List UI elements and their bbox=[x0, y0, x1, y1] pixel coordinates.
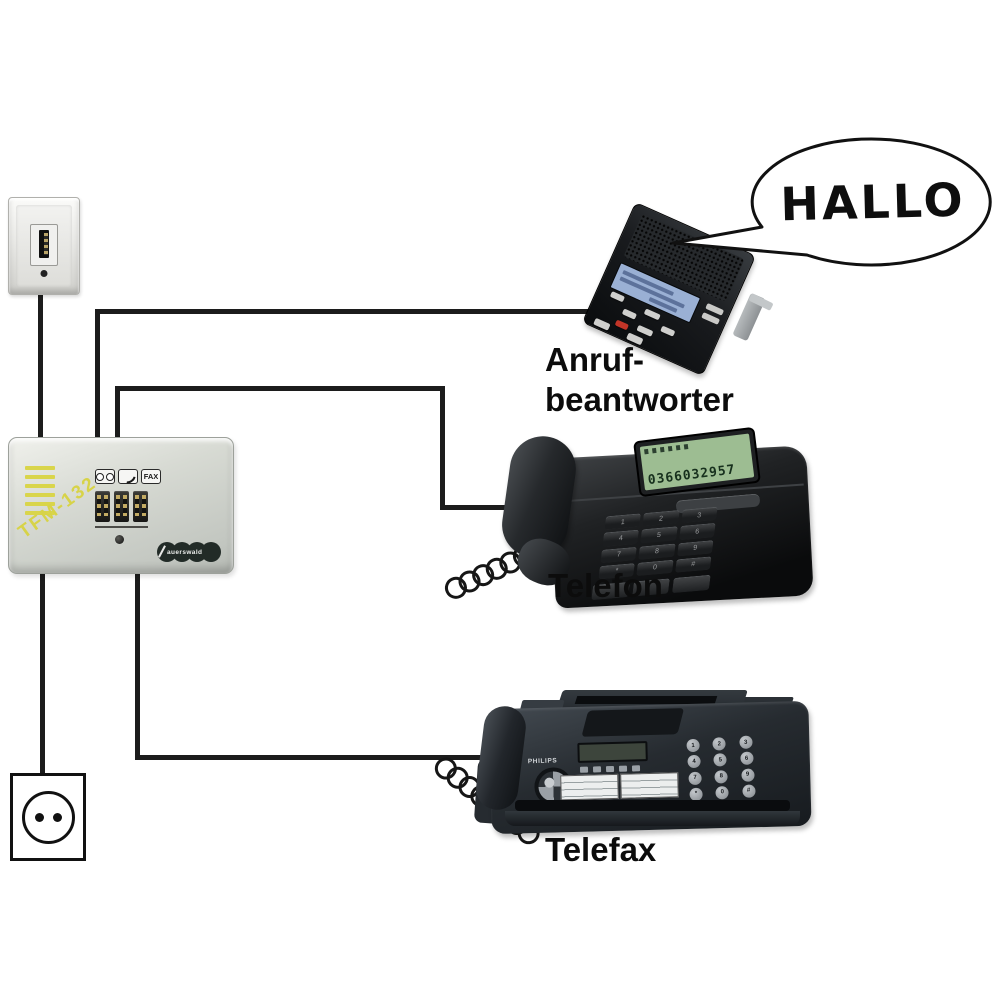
tae-port-fax bbox=[133, 491, 148, 522]
tfm-port-underline bbox=[95, 526, 148, 528]
telephone-key: 6 bbox=[678, 523, 716, 540]
telephone-key: 8 bbox=[638, 542, 676, 560]
fax-key: 0 bbox=[715, 785, 730, 800]
fax-display bbox=[577, 741, 648, 763]
fax-print-head-cover bbox=[581, 708, 685, 737]
fax-speed-dial-panel bbox=[560, 773, 619, 801]
fax-front-lip bbox=[505, 811, 800, 826]
fax-key: 6 bbox=[739, 751, 754, 766]
wire-tae-to-tfm bbox=[38, 291, 43, 439]
telephone-key: 9 bbox=[676, 539, 714, 557]
fax-port-icon: FAX bbox=[141, 469, 161, 484]
fax-key: * bbox=[689, 787, 703, 802]
telephone-key: 4 bbox=[602, 529, 640, 547]
telephone-key: 2 bbox=[642, 510, 680, 527]
fax-key: 1 bbox=[686, 738, 700, 753]
fax-label: Telefax bbox=[545, 831, 657, 868]
power-outlet-hole bbox=[52, 812, 62, 822]
fax-key: 7 bbox=[688, 771, 702, 785]
cassette-reel-icon bbox=[96, 472, 104, 481]
fax-speed-dial-panel bbox=[620, 772, 679, 799]
wire-tfm-to-fax-vertical bbox=[135, 570, 140, 760]
auerswald-logo: auerswald bbox=[157, 542, 221, 562]
fax-document-exit-slot bbox=[515, 800, 790, 811]
fax-key: 4 bbox=[687, 754, 701, 769]
telephone-display-screen: 0366032957 bbox=[639, 433, 755, 491]
wire-tfm-to-fax-horizontal bbox=[135, 755, 493, 760]
tfm-tae-ports bbox=[95, 491, 148, 522]
answering-machine-label-line1: Anruf- bbox=[545, 341, 644, 378]
answering-machine-port-icon bbox=[95, 469, 115, 484]
fax-key: 9 bbox=[740, 767, 755, 782]
wire-tfm-to-answering-machine-vertical bbox=[95, 309, 100, 439]
fax-key: 8 bbox=[714, 769, 729, 784]
wire-tfm-to-telephone-vertical2 bbox=[440, 386, 445, 510]
tae-socket-module bbox=[30, 224, 58, 266]
speech-bubble-text: HALLO bbox=[779, 172, 967, 232]
fax-key: 5 bbox=[713, 753, 728, 767]
telephone-port-icon bbox=[118, 466, 138, 487]
fax-button-row bbox=[579, 765, 641, 773]
fax-key: # bbox=[741, 784, 756, 798]
tae-wall-socket bbox=[8, 197, 80, 295]
auerswald-logo-text: auerswald bbox=[167, 549, 203, 556]
tfm-distribution-box: TFM-132 FAX auerswald bbox=[8, 437, 234, 574]
wire-tfm-to-telephone-horizontal1 bbox=[115, 386, 445, 391]
tae-port-answering-machine bbox=[95, 491, 110, 522]
answering-machine-label: Anruf- beantworter bbox=[545, 340, 734, 420]
telephone-key: 5 bbox=[640, 526, 678, 544]
fax-port-label: FAX bbox=[143, 472, 159, 481]
telephone-key: 7 bbox=[600, 546, 638, 563]
handset-icon bbox=[118, 466, 138, 487]
nav-up-button bbox=[643, 308, 661, 321]
telephone-display-icons bbox=[644, 437, 746, 455]
telephone-display-number: 0366032957 bbox=[646, 462, 737, 489]
tae-port-telephone bbox=[114, 491, 129, 522]
cassette-reel-icon bbox=[106, 472, 114, 481]
wire-tfm-to-telephone-horizontal2 bbox=[440, 505, 512, 510]
tae-socket-screw bbox=[40, 270, 48, 277]
function-button bbox=[593, 317, 611, 331]
fax-key: 2 bbox=[712, 736, 727, 751]
nav-down-button bbox=[636, 324, 654, 337]
wire-tfm-to-answering-machine-horizontal bbox=[95, 309, 590, 314]
telephone-key: 3 bbox=[680, 506, 718, 524]
telephone-key: 1 bbox=[604, 513, 642, 530]
tae-socket-pins bbox=[44, 233, 48, 255]
tfm-yellow-stripes bbox=[25, 466, 59, 520]
nav-left-button bbox=[621, 308, 638, 320]
answering-machine-label-line2: beantworter bbox=[545, 381, 734, 418]
wire-tfm-to-power-outlet bbox=[40, 570, 45, 776]
power-outlet bbox=[10, 773, 86, 861]
tfm-screw bbox=[115, 535, 124, 544]
power-outlet-hole bbox=[34, 812, 44, 822]
power-outlet-circle bbox=[21, 790, 75, 844]
telephone-label: Telefon bbox=[548, 567, 663, 604]
fax-brand-label: PHILIPS bbox=[527, 757, 558, 766]
fax-key: 3 bbox=[738, 735, 753, 750]
tfm-port-icons: FAX bbox=[95, 466, 161, 487]
nav-right-button bbox=[660, 325, 676, 337]
record-button bbox=[614, 319, 629, 331]
tae-socket-slot bbox=[39, 230, 49, 258]
wire-tfm-to-telephone-vertical1 bbox=[115, 386, 120, 439]
